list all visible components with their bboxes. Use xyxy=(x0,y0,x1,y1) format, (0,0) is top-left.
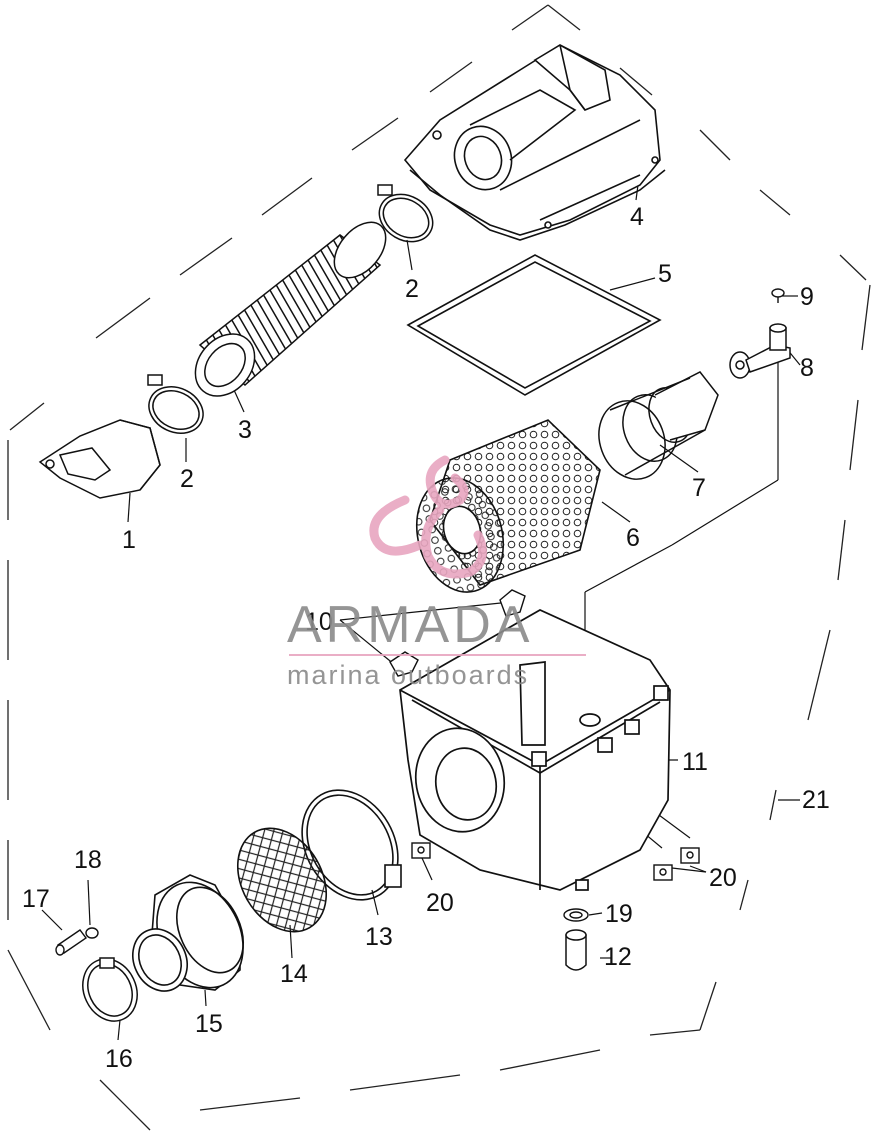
part-14-mesh-screen xyxy=(236,827,328,933)
watermark: ARMADA marina outboards xyxy=(287,455,586,690)
part-8-bracket xyxy=(729,323,791,379)
callout-1: 1 xyxy=(122,526,136,554)
watermark-logo xyxy=(369,455,487,579)
dashed-frame xyxy=(7,4,871,1131)
part-15-inlet-duct xyxy=(132,874,244,992)
callout-16: 16 xyxy=(105,1045,133,1073)
part-4-air-box-cover xyxy=(403,44,666,241)
callout-13: 13 xyxy=(365,923,393,951)
callout-20: 20 xyxy=(426,889,454,917)
callout-6: 6 xyxy=(626,524,640,552)
part-1-flange-adapter xyxy=(38,419,161,499)
part-10-clip-lower xyxy=(389,651,419,677)
callout-8: 8 xyxy=(800,354,814,382)
callout-9: 9 xyxy=(800,283,814,311)
part-7-filter-cage xyxy=(598,371,719,480)
part-20-grommets xyxy=(411,842,700,881)
callout-2: 2 xyxy=(180,465,194,493)
part-19-o-ring xyxy=(563,908,589,922)
part-17-nipple xyxy=(55,929,87,956)
watermark-brand: ARMADA xyxy=(287,596,533,654)
callout-21: 21 xyxy=(802,786,830,814)
callout-17: 17 xyxy=(22,885,50,913)
callout-12: 12 xyxy=(604,943,632,971)
callout-20: 20 xyxy=(709,864,737,892)
callout-3: 3 xyxy=(238,416,252,444)
callout-15: 15 xyxy=(195,1010,223,1038)
callout-numbers: 1 2 2 3 4 5 6 7 8 9 10 11 12 13 14 15 16… xyxy=(22,203,830,1073)
part-11-air-box-housing xyxy=(399,609,671,891)
part-10-clip-upper xyxy=(499,589,526,617)
part-2-hose-clamp-lower xyxy=(147,374,204,434)
part-18-small-clip xyxy=(85,927,99,939)
callout-19: 19 xyxy=(605,900,633,928)
part-9-screw xyxy=(771,288,785,303)
callout-14: 14 xyxy=(280,960,308,988)
part-16-hose-clamp xyxy=(82,957,138,1022)
watermark-tagline: marina outboards xyxy=(287,660,529,690)
callout-11: 11 xyxy=(682,748,708,776)
callout-5: 5 xyxy=(658,260,672,288)
callout-18: 18 xyxy=(74,846,102,874)
part-2-hose-clamp-upper xyxy=(377,184,434,243)
callout-4: 4 xyxy=(630,203,644,231)
callout-7: 7 xyxy=(692,474,706,502)
leader-lines xyxy=(41,169,801,1041)
part-3-corrugated-hose xyxy=(194,221,387,397)
callout-10: 10 xyxy=(305,608,333,636)
part-5-gasket xyxy=(406,254,662,396)
callout-2: 2 xyxy=(405,275,419,303)
part-12-drain-tube xyxy=(565,929,587,971)
